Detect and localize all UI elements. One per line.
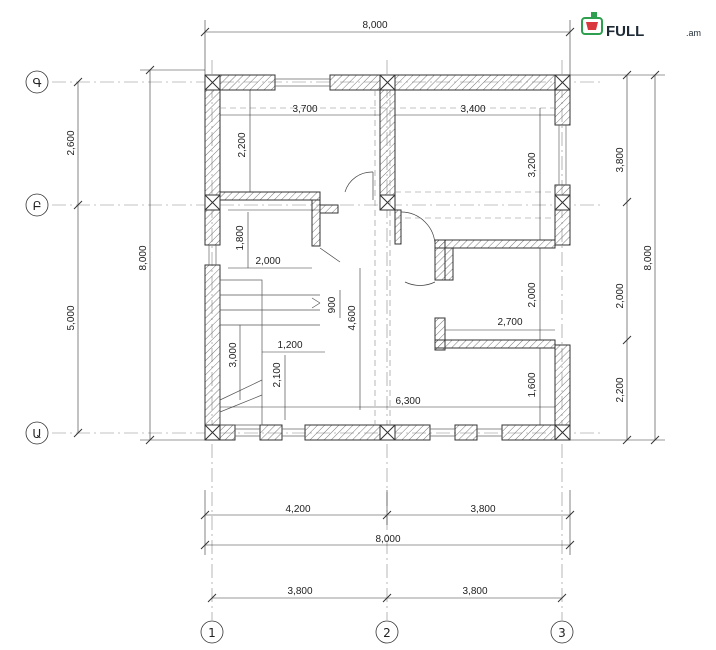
dim-right-room-height: 2,000 [527,282,538,307]
dim-hall-height: 4,600 [347,305,358,330]
axis-bubble-row-1 [25,70,49,94]
axis-bubble-col-1 [200,620,224,644]
axis-label-row-1: Գ [32,76,41,90]
dim-right-room-width: 2,700 [497,317,522,328]
dim-room-top-right-width: 3,400 [460,104,485,115]
axis-bubble-col-2 [375,620,399,644]
dim-bottom-total: 8,000 [375,534,400,545]
dimension-labels: 8,000 3,700 3,400 2,200 3,200 1,800 2,00… [66,20,654,597]
dim-right-total: 8,000 [643,245,654,270]
dim-right-2200: 2,200 [615,377,626,402]
dim-stair-run: 2,100 [272,362,283,387]
full-am-logo: FULL .am [581,12,701,40]
logo-text: FULL [606,23,644,40]
staircase [219,279,321,426]
windows [208,78,567,437]
axis-bubbles [25,70,574,644]
dim-stair-step: 900 [327,296,338,313]
dim-room-top-left-width: 3,700 [292,104,317,115]
doors [319,171,436,286]
dim-left-total: 8,000 [138,245,149,270]
dim-right-bottom-height: 1,600 [527,372,538,397]
axis-label-row-2: Բ [33,199,42,213]
dim-stair-length: 3,000 [228,342,239,367]
logo-suffix: .am [686,28,701,38]
axis-label-row-3: Ա [32,427,41,441]
dim-bottom-left: 4,200 [285,504,310,515]
walls [204,74,571,441]
dim-bath-width: 2,000 [255,256,280,267]
dim-top-total: 8,000 [362,20,387,31]
dashed-guides [220,90,555,425]
axis-bubble-row-3 [25,421,49,445]
dim-left-5000: 5,000 [66,305,77,330]
dim-right-3800: 3,800 [615,147,626,172]
dimension-lines [73,20,665,603]
axis-label-col-1: 1 [208,626,216,640]
axis-labels: Գ Բ Ա 1 2 3 [32,76,565,640]
dim-right-2000: 2,000 [615,283,626,308]
dim-left-2600: 2,600 [66,130,77,155]
dim-stair-width: 1,200 [277,340,302,351]
axis-label-col-2: 2 [383,626,391,640]
dim-room-top-left-height: 2,200 [237,132,248,157]
dim-bottom-right: 3,800 [470,504,495,515]
axis-bubble-row-2 [25,193,49,217]
dim-hall-width: 6,300 [395,396,420,407]
axis-bubble-col-3 [550,620,574,644]
dim-axis-left: 3,800 [287,586,312,597]
dim-axis-right: 3,800 [462,586,487,597]
dim-room-top-right-height: 3,200 [527,152,538,177]
axis-label-col-3: 3 [558,626,566,640]
dim-bath-height: 1,800 [235,225,246,250]
